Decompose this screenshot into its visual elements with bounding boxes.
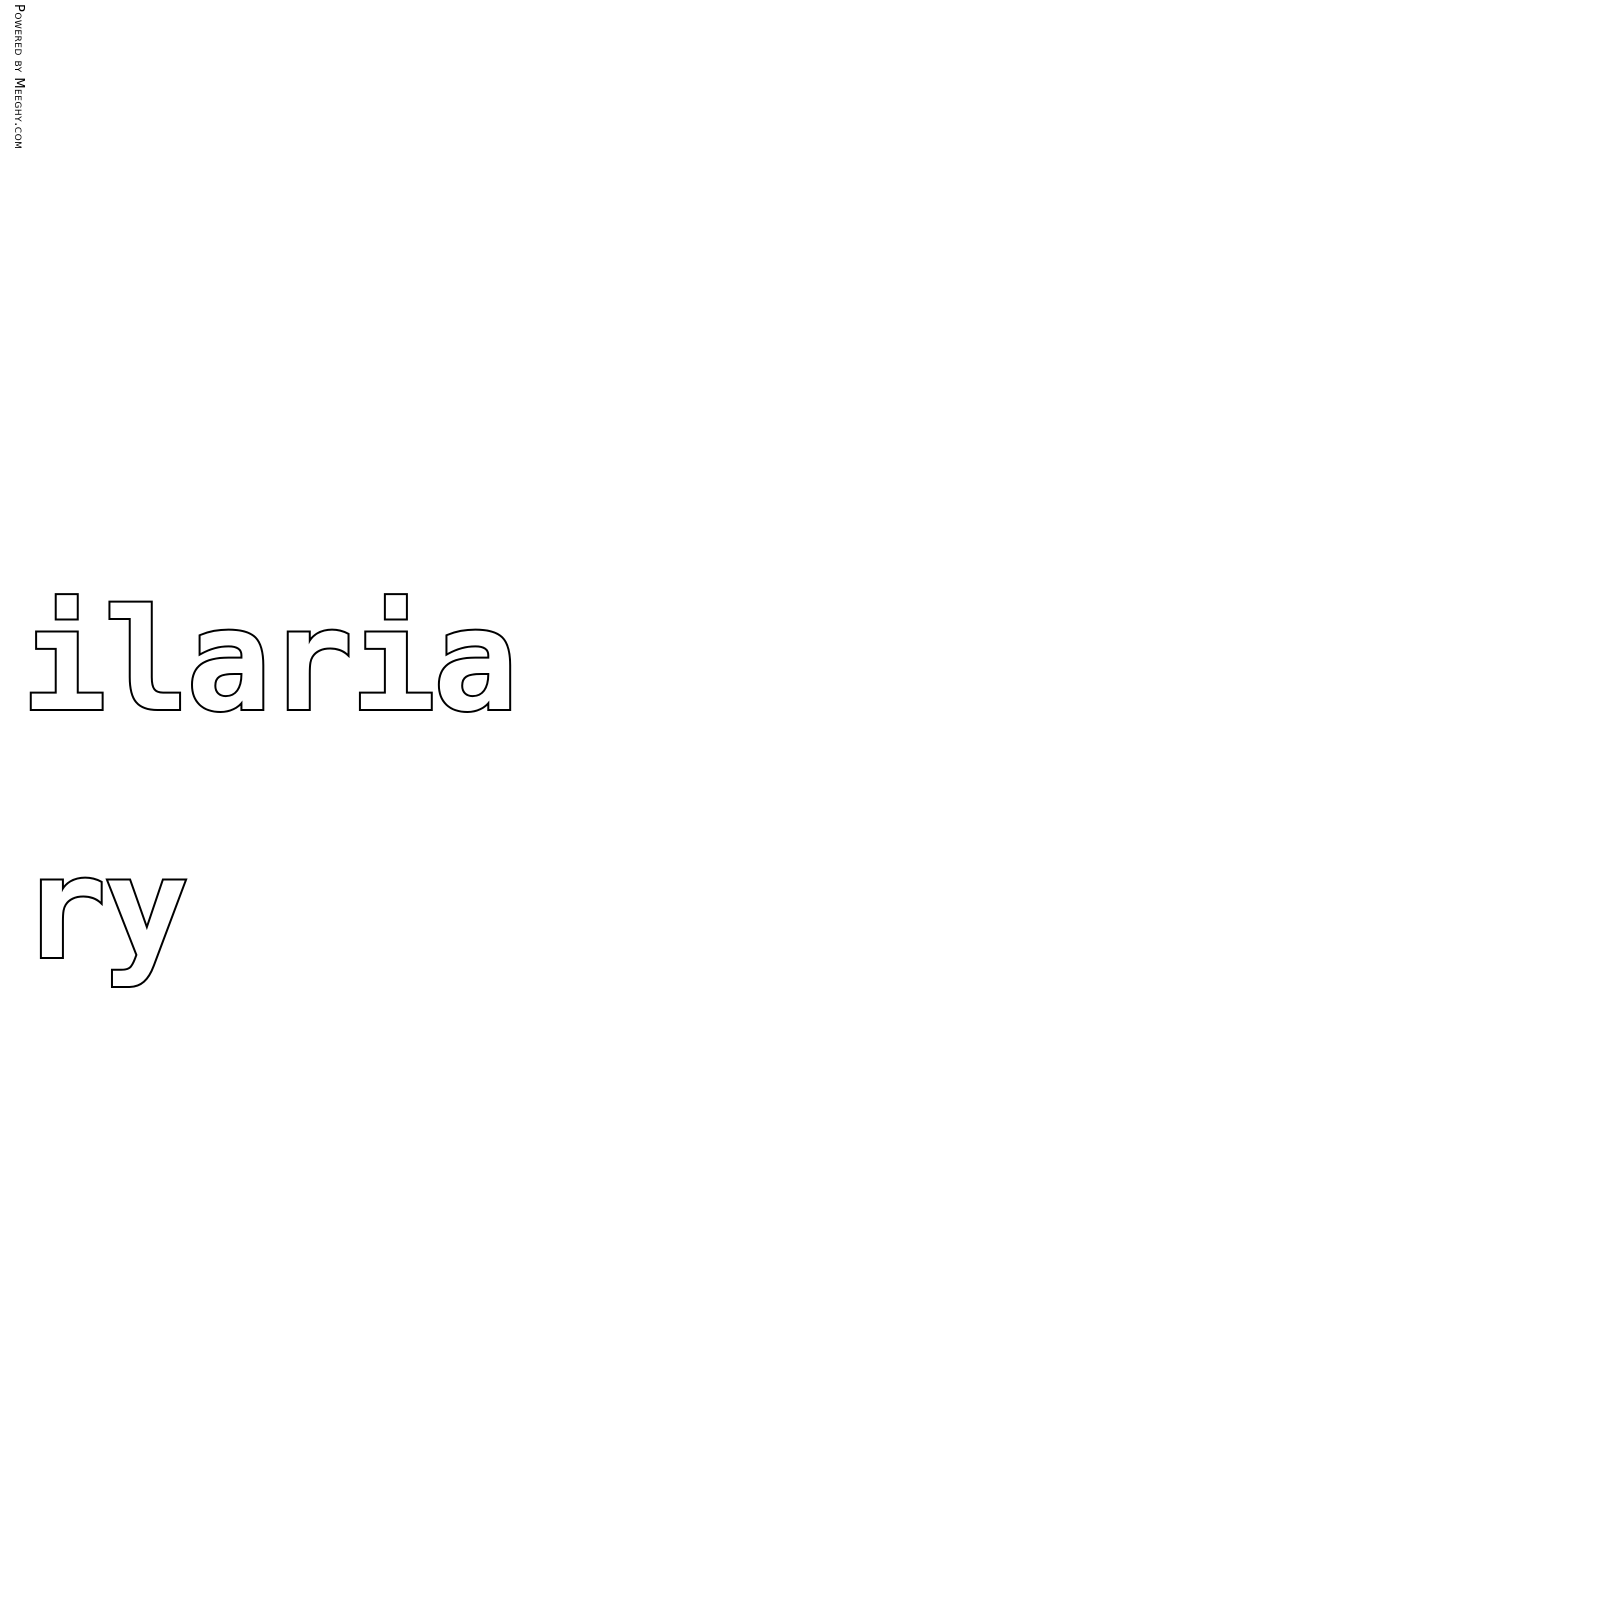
name-line-1: ilaria xyxy=(20,580,520,743)
watermark-text: Powered by Meeghy.com xyxy=(11,4,26,150)
name-line-2: ry xyxy=(20,828,191,991)
watermark: Powered by Meeghy.com xyxy=(0,0,30,210)
